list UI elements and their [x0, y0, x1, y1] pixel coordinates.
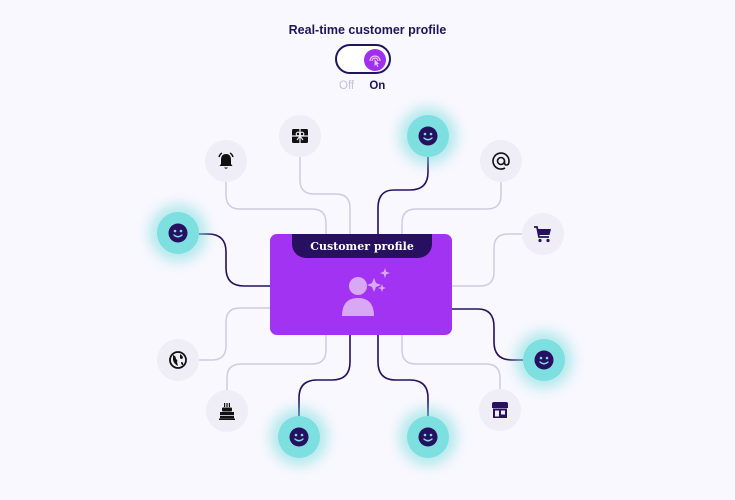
smiley-icon	[289, 427, 309, 447]
node-cart[interactable]	[522, 213, 564, 255]
smiley-icon	[418, 427, 438, 447]
node-store[interactable]	[479, 389, 521, 431]
user-sparkle-icon	[342, 268, 390, 316]
at-sign-icon	[492, 152, 510, 170]
gift-icon	[292, 129, 308, 143]
node-email[interactable]	[480, 140, 522, 182]
toggle-knob[interactable]	[364, 49, 386, 71]
page-title: Real-time customer profile	[288, 23, 447, 37]
node-bell[interactable]	[205, 140, 247, 182]
node-gift[interactable]	[279, 115, 321, 157]
card-title: Customer profile	[292, 234, 432, 258]
smiley-icon	[168, 223, 188, 243]
smiley-icon	[534, 350, 554, 370]
node-smiley-top[interactable]	[407, 115, 449, 157]
node-cake[interactable]	[206, 390, 248, 432]
node-smiley-right[interactable]	[523, 339, 565, 381]
store-icon	[492, 402, 508, 418]
tap-pointer-icon	[369, 55, 381, 67]
globe-icon	[169, 351, 187, 369]
smiley-icon	[418, 126, 438, 146]
cake-icon	[219, 403, 235, 420]
node-smiley-bottom-left[interactable]	[278, 416, 320, 458]
realtime-toggle[interactable]	[335, 44, 391, 74]
bell-icon	[218, 152, 234, 169]
toggle-on-label: On	[369, 80, 386, 92]
node-globe[interactable]	[157, 339, 199, 381]
shopping-cart-icon	[534, 226, 551, 243]
toggle-off-label: Off	[339, 80, 355, 92]
node-smiley-bottom-right[interactable]	[407, 416, 449, 458]
customer-profile-card[interactable]: Customer profile	[270, 234, 452, 335]
node-smiley-left[interactable]	[157, 212, 199, 254]
